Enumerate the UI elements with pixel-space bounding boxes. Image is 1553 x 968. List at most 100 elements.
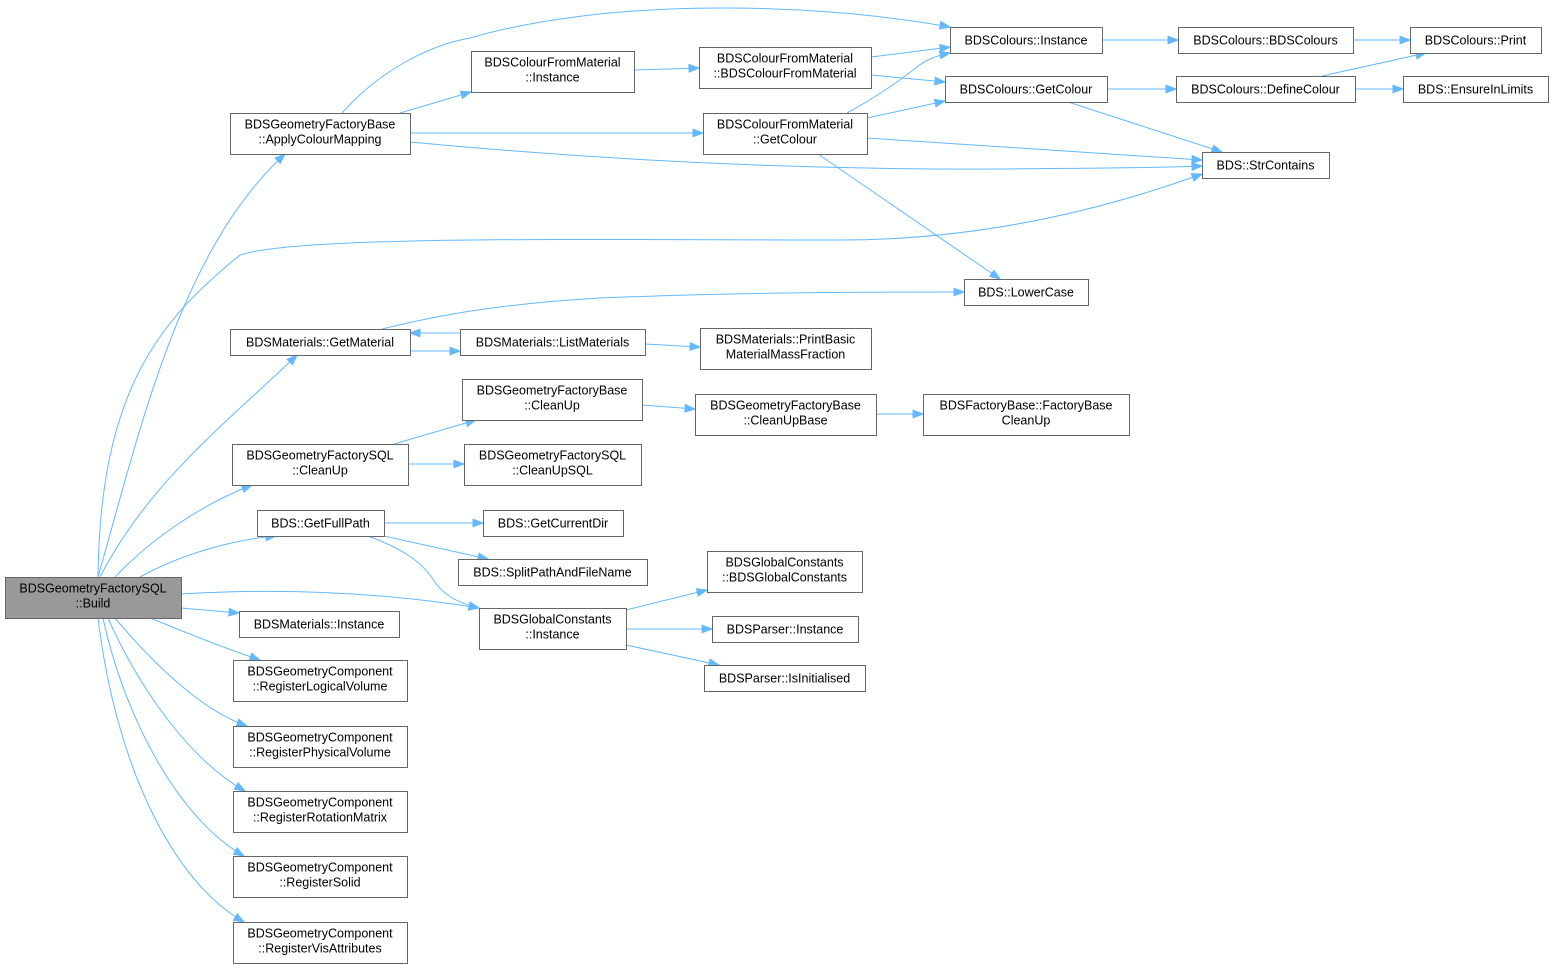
node-box bbox=[462, 379, 643, 421]
node-label-line: BDSColours::Instance bbox=[965, 34, 1088, 48]
node-applyColourMapping[interactable]: BDSGeometryFactoryBase::ApplyColourMappi… bbox=[230, 113, 411, 155]
edge-line bbox=[97, 173, 1203, 578]
node-printBasicMaterialMassFraction[interactable]: BDSMaterials::PrintBasicMaterialMassFrac… bbox=[700, 328, 872, 370]
node-splitPathAndFileName[interactable]: BDS::SplitPathAndFileName bbox=[458, 559, 648, 586]
edge-colourFromMaterialInstance-to-colourFromMaterialCtor bbox=[633, 63, 701, 73]
edge-line bbox=[399, 91, 472, 114]
node-getCurrentDir[interactable]: BDS::GetCurrentDir bbox=[483, 510, 624, 537]
edge-applyColourMapping-to-coloursInstance bbox=[341, 7, 952, 114]
node-globalConstantsInstance[interactable]: BDSGlobalConstants::Instance bbox=[479, 608, 627, 650]
node-box bbox=[1410, 27, 1542, 54]
edge-applyColourMapping-to-colourFromMaterialInstance bbox=[399, 90, 473, 114]
arrowhead bbox=[684, 403, 697, 413]
edge-line bbox=[102, 617, 245, 857]
node-label-line: BDSGeometryComponent bbox=[247, 665, 393, 679]
arrowhead bbox=[934, 76, 947, 86]
edge-line bbox=[625, 589, 708, 611]
node-box bbox=[945, 76, 1108, 103]
edge-build-to-globalConstantsInstance bbox=[180, 590, 481, 611]
node-label-line: ::RegisterPhysicalVolume bbox=[249, 746, 391, 760]
edge-applyColourMapping-to-strContains bbox=[409, 141, 1204, 172]
arrowhead bbox=[467, 601, 481, 610]
node-box bbox=[458, 559, 648, 586]
node-registerSolid[interactable]: BDSGeometryComponent::RegisterSolid bbox=[233, 856, 408, 898]
edge-getMaterial-to-listMaterials bbox=[410, 346, 462, 356]
node-coloursInstance[interactable]: BDSColours::Instance bbox=[950, 27, 1103, 54]
edge-line bbox=[866, 100, 946, 119]
edge-coloursInstance-to-coloursCtor bbox=[1102, 35, 1180, 45]
node-box bbox=[5, 577, 182, 619]
node-label-line: BDSParser::Instance bbox=[727, 623, 844, 637]
edge-line bbox=[870, 46, 951, 58]
node-label-line: ::RegisterLogicalVolume bbox=[253, 680, 388, 694]
node-colourFromMaterialCtor[interactable]: BDSColourFromMaterial::BDSColourFromMate… bbox=[699, 47, 872, 89]
arrowhead bbox=[688, 63, 701, 73]
edge-line bbox=[817, 153, 1001, 280]
edge-line bbox=[1067, 101, 1223, 153]
edge-line bbox=[369, 532, 489, 560]
node-colourFromMaterialInstance[interactable]: BDSColourFromMaterial::Instance bbox=[471, 51, 635, 93]
node-box bbox=[950, 27, 1103, 54]
edge-line bbox=[381, 291, 965, 330]
node-box bbox=[923, 394, 1130, 436]
edge-line bbox=[1321, 52, 1427, 77]
node-coloursGetColour[interactable]: BDSColours::GetColour bbox=[945, 76, 1108, 103]
edge-build-to-materialsInstance bbox=[180, 607, 241, 617]
node-registerVisAttributes[interactable]: BDSGeometryComponent::RegisterVisAttribu… bbox=[233, 922, 408, 964]
node-coloursPrint[interactable]: BDSColours::Print bbox=[1410, 27, 1542, 54]
edge-coloursDefineColour-to-coloursPrint bbox=[1321, 50, 1428, 77]
node-box bbox=[233, 922, 408, 964]
arrowhead bbox=[459, 90, 473, 100]
edge-listMaterials-to-printBasicMaterialMassFraction bbox=[644, 341, 702, 351]
node-cleanUpSQLFactory[interactable]: BDSGeometryFactorySQL::CleanUp bbox=[232, 444, 409, 486]
node-label-line: BDSColourFromMaterial bbox=[717, 118, 853, 132]
arrowhead bbox=[449, 346, 462, 356]
edge-getFullPath-to-splitPathAndFileName bbox=[369, 532, 490, 562]
edge-cleanUpBaseFactory-to-cleanUpBase bbox=[641, 403, 697, 413]
arrowhead bbox=[233, 781, 247, 792]
node-strContains[interactable]: BDS::StrContains bbox=[1202, 152, 1330, 179]
node-lowerCase[interactable]: BDS::LowerCase bbox=[964, 279, 1089, 306]
node-coloursCtor[interactable]: BDSColours::BDSColours bbox=[1178, 27, 1354, 54]
node-registerRotationMatrix[interactable]: BDSGeometryComponent::RegisterRotationMa… bbox=[233, 791, 408, 833]
node-box bbox=[230, 329, 411, 356]
node-label-line: BDSGeometryComponent bbox=[247, 796, 393, 810]
node-cleanUpBase[interactable]: BDSGeometryFactoryBase::CleanUpBase bbox=[695, 394, 877, 436]
node-cleanUpSQL[interactable]: BDSGeometryFactorySQL::CleanUpSQL bbox=[464, 444, 642, 486]
node-getMaterial[interactable]: BDSMaterials::GetMaterial bbox=[230, 329, 411, 356]
edge-line bbox=[107, 617, 246, 792]
node-getFullPath[interactable]: BDS::GetFullPath bbox=[257, 510, 385, 537]
node-registerLogicalVolume[interactable]: BDSGeometryComponent::RegisterLogicalVol… bbox=[233, 660, 408, 702]
node-listMaterials[interactable]: BDSMaterials::ListMaterials bbox=[460, 329, 646, 356]
node-label-line: ::RegisterVisAttributes bbox=[258, 942, 381, 956]
node-materialsInstance[interactable]: BDSMaterials::Instance bbox=[239, 611, 400, 638]
edge-line bbox=[341, 7, 951, 114]
node-label-line: ::RegisterSolid bbox=[279, 876, 360, 890]
node-globalConstantsCtor[interactable]: BDSGlobalConstants::BDSGlobalConstants bbox=[707, 551, 863, 593]
node-box bbox=[460, 329, 646, 356]
edge-cleanUpBase-to-factoryBaseCleanUp bbox=[876, 409, 925, 419]
node-box bbox=[1178, 27, 1354, 54]
node-colourFromMaterialGetColour[interactable]: BDSColourFromMaterial::GetColour bbox=[703, 113, 868, 155]
edge-colourFromMaterialCtor-to-coloursGetColour bbox=[870, 74, 947, 86]
arrowhead bbox=[286, 354, 299, 366]
edge-build-to-registerSolid bbox=[102, 617, 246, 857]
node-coloursDefineColour[interactable]: BDSColours::DefineColour bbox=[1176, 76, 1356, 103]
edge-line bbox=[97, 153, 286, 578]
arrowhead bbox=[988, 269, 1002, 280]
edge-line bbox=[866, 137, 1203, 161]
node-registerPhysicalVolume[interactable]: BDSGeometryComponent::RegisterPhysicalVo… bbox=[233, 726, 408, 768]
node-parserInstance[interactable]: BDSParser::Instance bbox=[712, 616, 859, 643]
node-parserIsInitialised[interactable]: BDSParser::IsInitialised bbox=[704, 665, 866, 692]
node-cleanUpBaseFactory[interactable]: BDSGeometryFactoryBase::CleanUp bbox=[462, 379, 643, 421]
edge-line bbox=[114, 617, 248, 727]
node-box bbox=[239, 611, 400, 638]
node-label-line: BDSParser::IsInitialised bbox=[719, 672, 850, 686]
node-label-line: BDSColours::DefineColour bbox=[1191, 83, 1340, 97]
node-label-line: ::Build bbox=[76, 597, 111, 611]
node-build[interactable]: BDSGeometryFactorySQL::Build bbox=[5, 577, 182, 619]
node-ensureInLimits[interactable]: BDS::EnsureInLimits bbox=[1403, 76, 1549, 103]
edge-coloursGetColour-to-coloursDefineColour bbox=[1107, 84, 1178, 94]
